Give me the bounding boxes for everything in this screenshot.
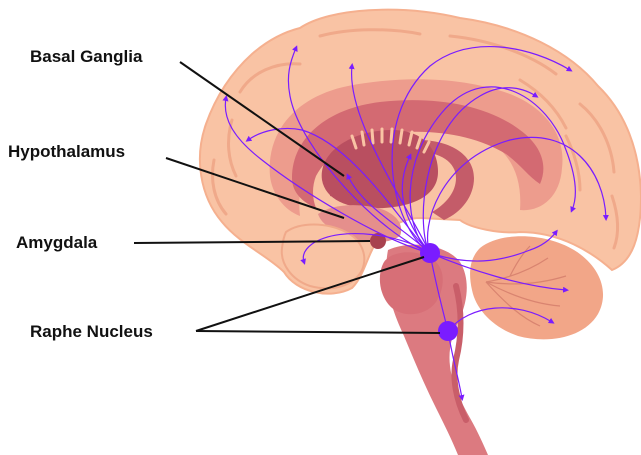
hypothalamus-label: Hypothalamus: [8, 142, 125, 161]
basal-ganglia-label: Basal Ganglia: [30, 47, 143, 66]
raphe-nucleus-label: Raphe Nucleus: [30, 322, 153, 341]
amygdala-label: Amygdala: [16, 233, 98, 252]
raphe-nucleus-dot-icon: [438, 321, 458, 341]
raphe-nucleus-dot-icon: [420, 243, 440, 263]
